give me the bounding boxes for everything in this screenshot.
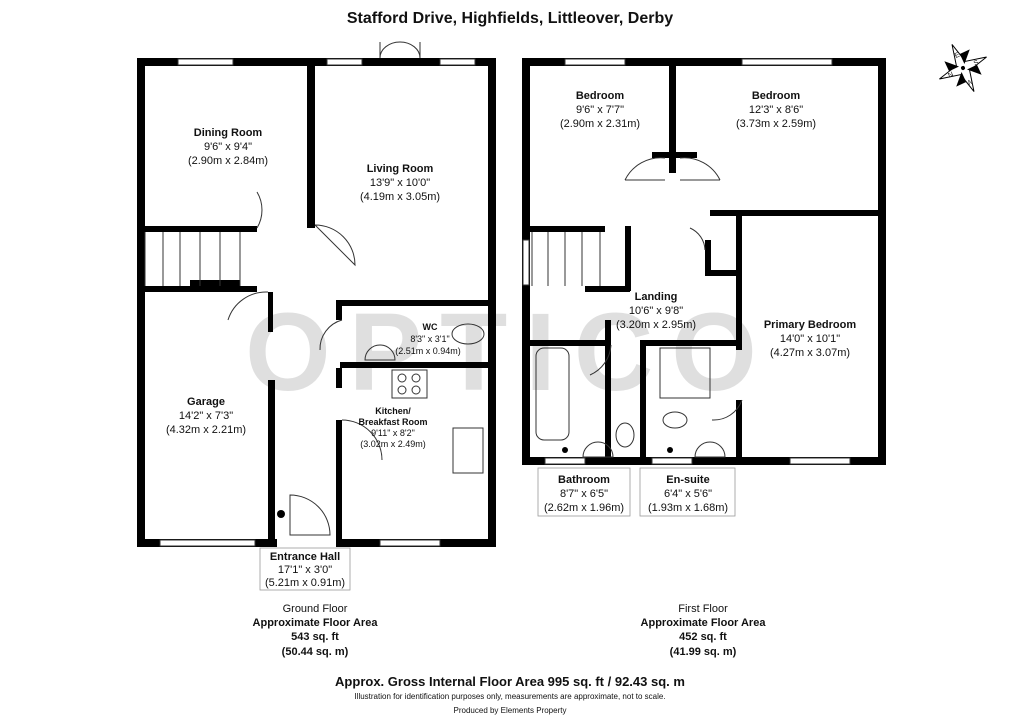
page-title: Stafford Drive, Highfields, Littleover, … — [347, 10, 673, 27]
svg-text:8'3" x 3'1": 8'3" x 3'1" — [410, 334, 449, 344]
svg-text:(3.73m x 2.59m): (3.73m x 2.59m) — [736, 118, 816, 130]
first-floor-fixtures — [531, 157, 743, 458]
svg-text:(1.93m x 1.68m): (1.93m x 1.68m) — [648, 502, 728, 514]
disclaimer: Illustration for identification purposes… — [354, 692, 665, 701]
svg-text:12'3" x 8'6": 12'3" x 8'6" — [749, 104, 803, 116]
watermark: OPTICO — [245, 291, 775, 414]
room-name: Bedroom — [752, 90, 801, 102]
producer-credit: Produced by Elements Property — [454, 706, 567, 715]
svg-text:W: W — [965, 78, 974, 87]
svg-text:452 sq. ft: 452 sq. ft — [679, 631, 727, 643]
svg-text:Approximate Floor Area: Approximate Floor Area — [253, 617, 379, 629]
svg-text:(4.19m x 3.05m): (4.19m x 3.05m) — [360, 191, 440, 203]
svg-text:Breakfast Room: Breakfast Room — [358, 417, 427, 427]
ground-floor-labels: Dining Room 9'6" x 9'4" (2.90m x 2.84m) … — [166, 127, 461, 658]
svg-text:14'2" x 7'3": 14'2" x 7'3" — [179, 410, 233, 422]
svg-text:(2.62m x 1.96m): (2.62m x 1.96m) — [544, 502, 624, 514]
room-name: Primary Bedroom — [764, 319, 857, 331]
svg-text:9'6" x 7'7": 9'6" x 7'7" — [576, 104, 624, 116]
svg-text:9'11" x 8'2": 9'11" x 8'2" — [371, 428, 415, 438]
svg-text:(3.02m x 2.49m): (3.02m x 2.49m) — [360, 439, 426, 449]
room-name: Landing — [635, 291, 678, 303]
svg-text:OPTICO: OPTICO — [245, 291, 775, 414]
svg-text:(3.20m x 2.95m): (3.20m x 2.95m) — [616, 319, 696, 331]
floor-label: Ground Floor — [283, 603, 348, 615]
svg-text:14'0" x 10'1": 14'0" x 10'1" — [780, 333, 840, 345]
svg-text:(2.90m x 2.31m): (2.90m x 2.31m) — [560, 118, 640, 130]
svg-text:Approximate Floor Area: Approximate Floor Area — [641, 617, 767, 629]
svg-text:9'6" x 9'4": 9'6" x 9'4" — [204, 141, 252, 153]
room-name: Bedroom — [576, 90, 625, 102]
floor-label: First Floor — [678, 603, 728, 615]
gross-area: Approx. Gross Internal Floor Area 995 sq… — [335, 674, 685, 689]
room-name: Kitchen/ — [375, 406, 411, 416]
svg-text:(5.21m x 0.91m): (5.21m x 0.91m) — [265, 577, 345, 589]
svg-text:8'7" x 6'5": 8'7" x 6'5" — [560, 488, 608, 500]
room-name: Garage — [187, 396, 225, 408]
room-name: WC — [423, 322, 438, 332]
svg-text:S: S — [973, 59, 980, 67]
room-name: Entrance Hall — [270, 551, 340, 563]
svg-text:(41.99 sq. m): (41.99 sq. m) — [670, 646, 737, 658]
svg-text:543 sq. ft: 543 sq. ft — [291, 631, 339, 643]
ground-floor-windows — [159, 58, 476, 547]
room-name: En-suite — [666, 474, 709, 486]
svg-text:13'9" x 10'0": 13'9" x 10'0" — [370, 177, 430, 189]
svg-text:N: N — [947, 71, 955, 79]
svg-text:E: E — [954, 51, 961, 59]
room-name: Bathroom — [558, 474, 610, 486]
svg-text:10'6" x 9'8": 10'6" x 9'8" — [629, 305, 683, 317]
compass-rose-icon: E S W N — [939, 44, 987, 92]
svg-text:(2.90m x 2.84m): (2.90m x 2.84m) — [188, 155, 268, 167]
svg-text:(4.32m x 2.21m): (4.32m x 2.21m) — [166, 424, 246, 436]
svg-text:(50.44 sq. m): (50.44 sq. m) — [282, 646, 349, 658]
svg-text:17'1" x 3'0": 17'1" x 3'0" — [278, 564, 332, 576]
room-name: Living Room — [367, 163, 434, 175]
svg-text:6'4" x 5'6": 6'4" x 5'6" — [664, 488, 712, 500]
first-floor-labels: Bedroom 9'6" x 7'7" (2.90m x 2.31m) Bedr… — [537, 90, 857, 658]
svg-text:(2.51m x 0.94m): (2.51m x 0.94m) — [395, 346, 461, 356]
svg-text:(4.27m x 3.07m): (4.27m x 3.07m) — [770, 347, 850, 359]
ground-floor-walls — [137, 58, 496, 547]
first-floor-windows — [522, 58, 851, 465]
ground-floor-fixtures — [144, 41, 485, 536]
room-name: Dining Room — [194, 127, 263, 139]
